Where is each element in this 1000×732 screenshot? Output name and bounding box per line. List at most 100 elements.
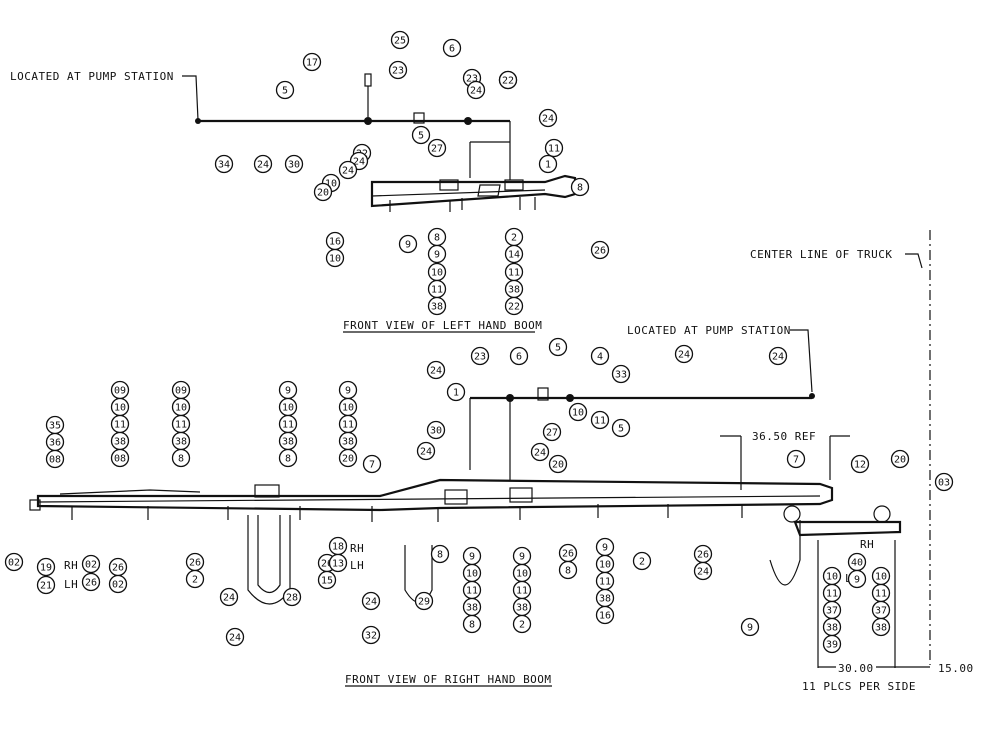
balloon-number: 11 xyxy=(875,589,887,600)
balloon-circle xyxy=(185,569,205,589)
balloon-number: 10 xyxy=(325,179,337,190)
balloon-circle xyxy=(214,154,234,174)
item-balloon: 38 xyxy=(512,597,532,617)
balloon-circle xyxy=(81,572,101,592)
item-balloon: 27 xyxy=(427,138,447,158)
filter-symbol xyxy=(364,73,372,87)
balloon-circle xyxy=(284,154,304,174)
balloon-number: 11 xyxy=(508,268,520,279)
dimension-line xyxy=(817,540,896,668)
item-balloon: 11 xyxy=(338,414,358,434)
balloon-circle xyxy=(225,627,245,647)
item-balloon: 11 xyxy=(871,583,891,603)
balloon-number: 11 xyxy=(548,144,560,155)
item-balloon: 8 xyxy=(570,177,590,197)
item-balloon: 02 xyxy=(81,554,101,574)
item-balloon: 2 xyxy=(504,227,524,247)
balloon-number: 5 xyxy=(282,86,288,97)
valve-symbol xyxy=(413,112,425,124)
item-balloon: 08 xyxy=(110,448,130,468)
balloon-number: 38 xyxy=(875,623,887,634)
balloon-number: 5 xyxy=(618,424,624,435)
balloon-circle xyxy=(890,449,910,469)
balloon-number: 8 xyxy=(178,454,184,465)
balloon-circle xyxy=(498,70,518,90)
item-balloon: 8 xyxy=(462,614,482,634)
clamp xyxy=(254,484,280,498)
item-balloon: 08 xyxy=(45,449,65,469)
item-balloon: 5 xyxy=(275,80,295,100)
item-balloon: 34 xyxy=(214,154,234,174)
item-balloon: 22 xyxy=(504,296,524,316)
leader-line xyxy=(790,329,813,393)
end-cap xyxy=(29,499,41,511)
item-balloon: 2 xyxy=(185,569,205,589)
item-balloon: 6 xyxy=(442,38,462,58)
balloon-circle xyxy=(219,587,239,607)
pump-station-label-bottom: LOCATED AT PUMP STATION xyxy=(627,324,791,337)
hose-loop xyxy=(247,515,291,605)
item-balloon: 21 xyxy=(36,575,56,595)
balloon-number: 11 xyxy=(342,420,354,431)
leader-line xyxy=(182,75,199,121)
balloon-number: 20 xyxy=(894,455,906,466)
balloon-circle xyxy=(570,177,590,197)
balloon-number: 9 xyxy=(747,623,753,634)
item-balloon: 2 xyxy=(512,614,532,634)
balloon-circle xyxy=(282,587,302,607)
balloon-number: 11 xyxy=(826,589,838,600)
balloon-number: 10 xyxy=(826,572,838,583)
balloon-circle xyxy=(768,346,788,366)
balloon-number: 22 xyxy=(508,302,520,313)
item-balloon: 24 xyxy=(530,442,550,462)
balloon-number: 10 xyxy=(282,403,294,414)
item-balloon: 22 xyxy=(498,70,518,90)
balloon-circle xyxy=(275,80,295,100)
balloon-number: 26 xyxy=(112,563,124,574)
balloon-number: 7 xyxy=(369,460,375,471)
balloon-circle xyxy=(171,448,191,468)
balloon-circle xyxy=(427,296,447,316)
item-balloon: 38 xyxy=(427,296,447,316)
balloon-number: 9 xyxy=(405,240,411,251)
item-balloon: 10 xyxy=(427,262,447,282)
balloon-circle xyxy=(504,296,524,316)
clamp xyxy=(504,179,524,191)
balloon-number: 38 xyxy=(516,603,528,614)
riser-line xyxy=(469,398,511,480)
item-balloon: 23 xyxy=(388,60,408,80)
balloon-number: 24 xyxy=(420,447,432,458)
balloon-circle xyxy=(632,551,652,571)
item-balloon: 11 xyxy=(462,580,482,600)
balloon-number: 15 xyxy=(321,576,333,587)
balloon-number: 21 xyxy=(40,581,52,592)
balloon-number: 8 xyxy=(469,620,475,631)
balloon-number: 20 xyxy=(552,460,564,471)
item-balloon: 11 xyxy=(512,580,532,600)
pump-station-label-top: LOCATED AT PUMP STATION xyxy=(10,70,174,83)
item-balloon: 5 xyxy=(611,418,631,438)
leader-line xyxy=(905,253,923,269)
balloon-number: 6 xyxy=(449,44,455,55)
balloon-number: 2 xyxy=(519,620,525,631)
balloon-number: 10 xyxy=(875,572,887,583)
balloon-number: 38 xyxy=(508,285,520,296)
balloon-number: 22 xyxy=(502,76,514,87)
places-note: 11 PLCS PER SIDE xyxy=(802,680,916,693)
balloon-number: 26 xyxy=(85,578,97,589)
balloon-number: 11 xyxy=(175,420,187,431)
item-balloon: 24 xyxy=(416,441,436,461)
balloon-circle xyxy=(328,553,348,573)
balloon-number: 24 xyxy=(257,160,269,171)
balloon-number: 23 xyxy=(474,352,486,363)
balloon-circle xyxy=(538,108,558,128)
balloon-number: 2 xyxy=(511,233,517,244)
balloon-number: 9 xyxy=(285,386,291,397)
balloon-number: 9 xyxy=(602,543,608,554)
balloon-circle xyxy=(36,557,56,577)
balloon-number: 11 xyxy=(516,586,528,597)
balloon-number: 38 xyxy=(466,603,478,614)
balloon-circle xyxy=(110,448,130,468)
left-hand-boom-view: LOCATED AT PUMP STATION FRONT VIEW OF LE… xyxy=(10,70,577,333)
